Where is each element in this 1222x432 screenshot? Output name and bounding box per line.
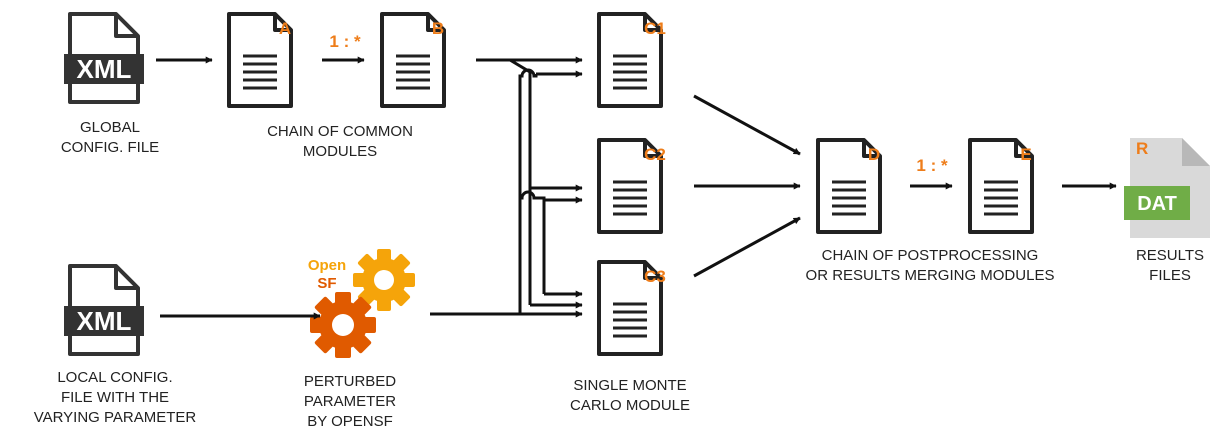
results-dat-file-icon: DAT R [1124, 138, 1210, 238]
document-d-letter: D [868, 145, 880, 164]
opensf-gears-icon: Open SF [308, 249, 415, 358]
arrow-c3-to-d [693, 216, 801, 278]
document-b-letter: B [432, 19, 444, 38]
document-d-icon: D [816, 138, 882, 234]
dat-badge: DAT [1137, 193, 1177, 215]
opensf-sf-text: SF [317, 275, 336, 292]
orange-gear-icon [310, 292, 376, 358]
document-c2-icon: C2 [597, 138, 666, 234]
document-c2-letter: C2 [644, 145, 666, 164]
document-e-letter: E [1020, 145, 1031, 164]
document-c1-letter: C1 [644, 19, 666, 38]
ratio-ab-label: 1 : * [329, 32, 361, 51]
global-xml-file-icon: XML [64, 12, 144, 104]
document-e-icon: E [968, 138, 1034, 234]
svg-text:XML: XML [77, 306, 132, 336]
document-c1-icon: C1 [597, 12, 666, 108]
svg-text:XML: XML [77, 54, 132, 84]
arrow-c1-to-d [693, 94, 801, 156]
yellow-gear-icon [353, 249, 415, 311]
bus-from-b [476, 58, 532, 305]
ratio-de-label: 1 : * [916, 156, 948, 175]
connector-arrows [156, 56, 1117, 320]
document-a-icon: A [227, 12, 293, 108]
document-c3-icon: C3 [597, 260, 666, 356]
document-a-letter: A [279, 19, 291, 38]
results-letter: R [1136, 139, 1148, 158]
document-c3-letter: C3 [644, 267, 666, 286]
local-xml-file-icon: XML [64, 264, 144, 356]
opensf-open-text: Open [308, 257, 346, 274]
document-b-icon: B [380, 12, 446, 108]
bus-from-opensf [430, 68, 538, 316]
